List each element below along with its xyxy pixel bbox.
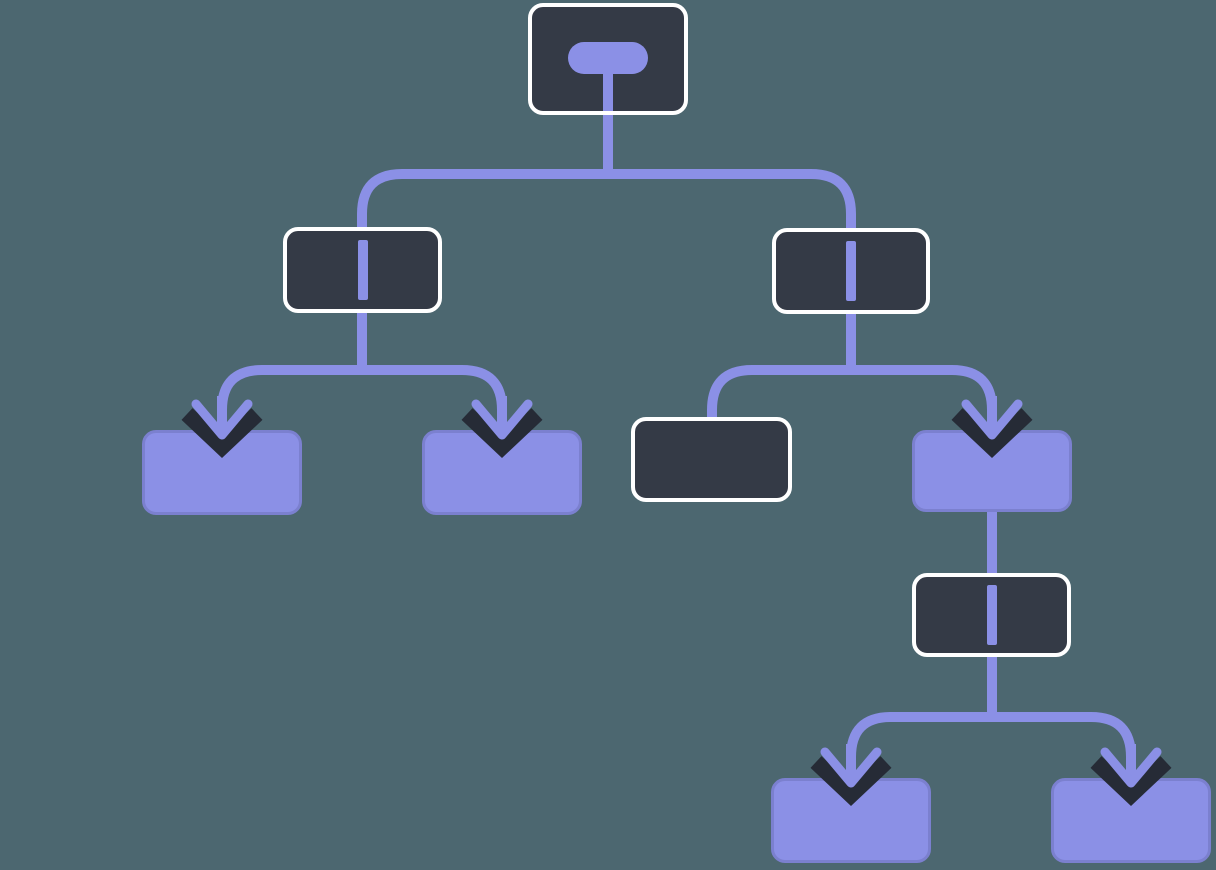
node-leaf-6[interactable] — [1051, 778, 1211, 863]
vertical-line-icon — [846, 241, 856, 301]
pill-stem-icon — [568, 42, 648, 74]
edge-root-to-branches — [357, 169, 856, 232]
pill-stem-icon — [603, 70, 613, 111]
edge-branch-left-to-leaves — [217, 365, 507, 426]
node-leaf-3[interactable] — [631, 417, 792, 502]
node-leaf-5[interactable] — [771, 778, 931, 863]
node-branch-lower[interactable] — [912, 573, 1071, 657]
edge-branch-lower-to-leaves — [846, 712, 1136, 774]
vertical-line-icon — [986, 585, 997, 645]
vertical-line-icon — [357, 240, 368, 300]
node-leaf-4[interactable] — [912, 430, 1072, 512]
node-root[interactable] — [528, 3, 688, 115]
node-branch-right[interactable] — [772, 228, 930, 314]
node-branch-left[interactable] — [283, 227, 442, 313]
node-leaf-2[interactable] — [422, 430, 582, 515]
node-leaf-1[interactable] — [142, 430, 302, 515]
